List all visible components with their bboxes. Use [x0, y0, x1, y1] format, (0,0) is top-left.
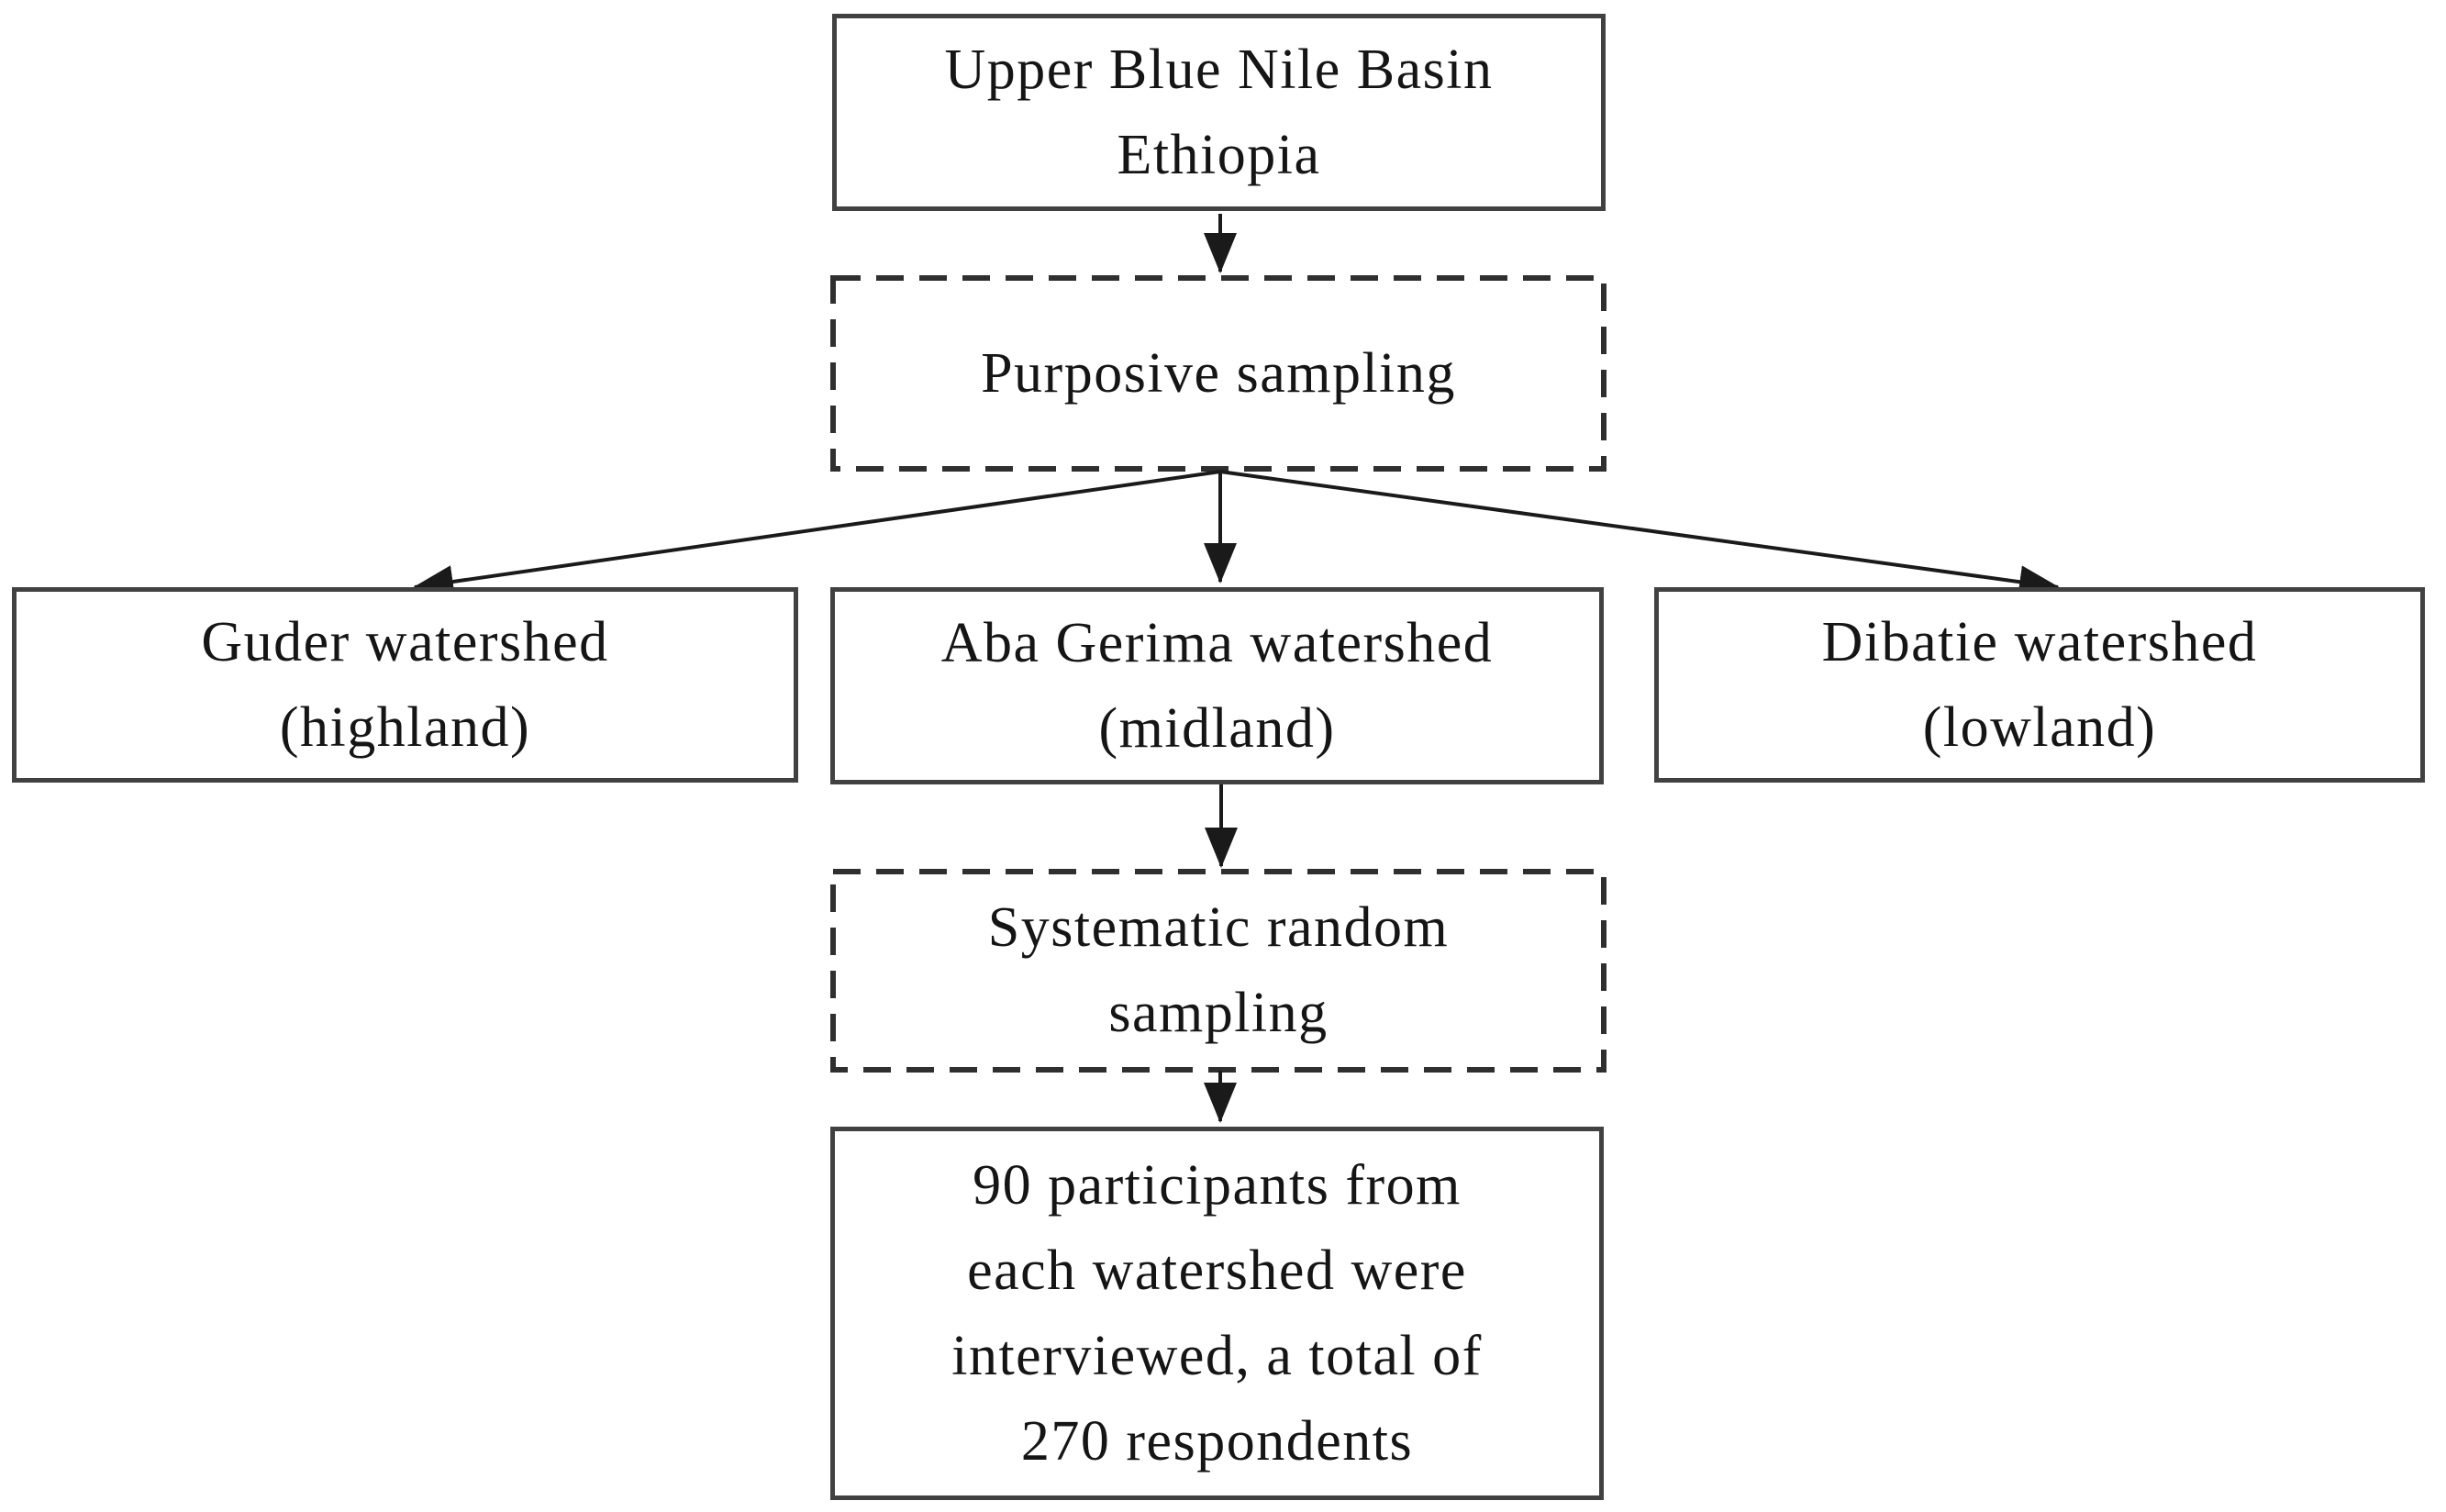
arrow-purposive-to-dibatie: [1219, 470, 2060, 599]
node-aba-gerima-watershed: Aba Gerima watershed (midland): [830, 587, 1604, 784]
node-aba-gerima-watershed-label: Aba Gerima watershed (midland): [940, 611, 1494, 760]
node-dibatie-watershed-label: Dibatie watershed (lowland): [1821, 610, 2258, 759]
node-participants-label: 90 participants from each watershed were…: [951, 1153, 1483, 1473]
node-purposive-sampling-label: Purposive sampling: [981, 341, 1456, 405]
node-purposive-sampling: Purposive sampling: [833, 278, 1604, 469]
node-participants: 90 participants from each watershed were…: [830, 1127, 1604, 1500]
node-systematic-sampling-label: Systematic random sampling: [987, 896, 1450, 1044]
node-basin-label: Upper Blue Nile Basin Ethiopia: [944, 38, 1494, 186]
node-systematic-sampling: Systematic random sampling: [833, 872, 1604, 1070]
node-basin: Upper Blue Nile Basin Ethiopia: [832, 14, 1606, 211]
node-guder-watershed: Guder watershed (highland): [12, 587, 798, 783]
node-guder-watershed-label: Guder watershed (highland): [201, 610, 609, 759]
arrow-purposive-to-guder: [413, 470, 1221, 598]
node-dibatie-watershed: Dibatie watershed (lowland): [1654, 587, 2425, 783]
